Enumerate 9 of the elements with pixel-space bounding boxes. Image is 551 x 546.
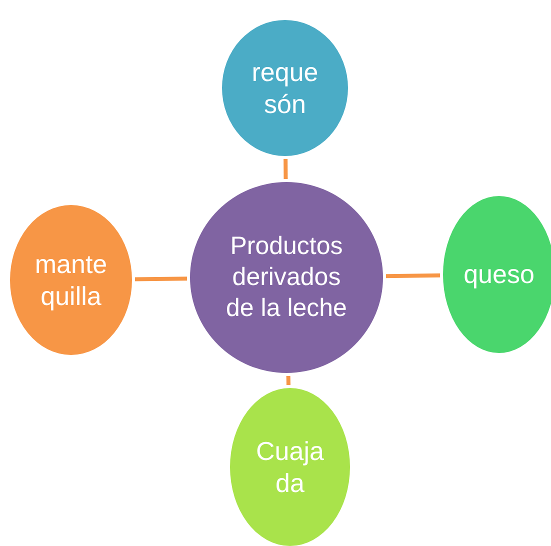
connector-line (134, 276, 188, 282)
node-label: queso (462, 258, 536, 291)
connector-line (286, 376, 290, 386)
node-label: mante quilla (34, 248, 108, 312)
connector-line (284, 158, 288, 180)
connector-line (386, 273, 440, 278)
node-label: Productos derivados de la leche (225, 230, 348, 324)
node-label: reque són (250, 56, 320, 120)
node-label: Cuaja da (255, 434, 325, 500)
